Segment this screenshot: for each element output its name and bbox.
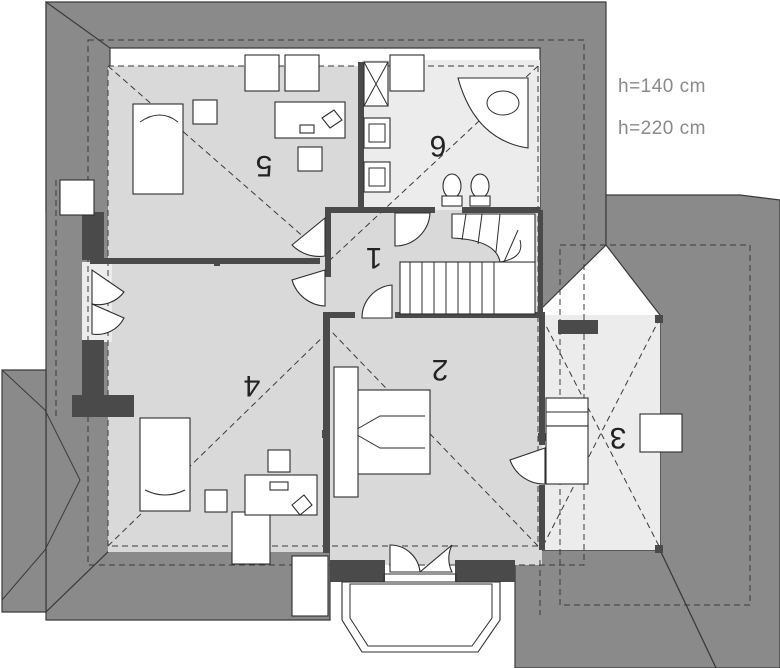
door-left-b (91, 303, 125, 335)
wall-bay-left (330, 560, 385, 582)
room-numbers: 1 2 3 4 5 6 (244, 129, 627, 454)
wall-2-3-low (539, 485, 545, 550)
door-bay-a (389, 544, 421, 573)
door-3 (509, 447, 546, 485)
post-1 (214, 258, 220, 266)
sink-6a (363, 117, 391, 149)
door-6 (394, 212, 431, 247)
wall-5-4 (90, 258, 320, 264)
wardrobe-3 (545, 425, 589, 485)
wall-hall-left (325, 207, 331, 277)
shelf-4 (204, 489, 228, 513)
bed-2 (345, 389, 431, 475)
post-4 (655, 315, 663, 323)
post-5 (655, 545, 663, 553)
wall-left-lower (82, 340, 104, 395)
toilet (442, 173, 462, 199)
bed-5 (132, 103, 184, 195)
room-number-5: 5 (256, 149, 273, 182)
wall-2-3 (539, 315, 545, 445)
skylights (59, 54, 683, 617)
doors (91, 212, 546, 573)
shelf-5 (192, 99, 218, 125)
wall-5-6 (358, 62, 364, 212)
roof-right-wing (605, 194, 780, 668)
roof-left-porch (1, 369, 47, 613)
wall-left-upper (82, 212, 104, 260)
room-5-furniture (132, 99, 346, 195)
bed-4 (139, 417, 191, 512)
chimney-right (558, 320, 598, 334)
room-number-6: 6 (430, 129, 447, 162)
chair-4 (267, 449, 291, 473)
door-bay-b (418, 544, 453, 573)
wall-bay-right (455, 560, 515, 582)
room-number-1: 1 (366, 241, 383, 274)
door-2 (361, 284, 393, 319)
wall-stair-right (538, 210, 543, 315)
chimney-left (72, 395, 134, 417)
room-number-2: 2 (432, 353, 449, 386)
room-6-fixtures (363, 61, 529, 207)
staircase (399, 213, 536, 315)
post-3 (538, 433, 546, 441)
room-number-4: 4 (244, 369, 261, 402)
bidet (470, 173, 490, 199)
sink-6b (363, 161, 391, 193)
room-number-3: 3 (610, 421, 627, 454)
nightstand-2 (333, 366, 359, 498)
wall-6-bottom (325, 207, 435, 213)
bay-window (341, 573, 501, 653)
wall-2-top (323, 312, 355, 318)
corner-bath (457, 77, 529, 149)
chair-5 (297, 146, 323, 172)
wall-hall-top (462, 207, 540, 213)
roof-bottom-left (45, 549, 331, 621)
room-4-furniture (139, 417, 318, 516)
post-2 (322, 430, 330, 438)
walls (72, 62, 663, 582)
door-5 (291, 216, 326, 257)
height-label-high: h=220 cm (618, 118, 706, 139)
wall-stair-bottom (395, 312, 545, 318)
height-label-low: h=140 cm (618, 76, 706, 97)
door-4 (291, 269, 326, 307)
room-2-furniture (333, 366, 589, 498)
